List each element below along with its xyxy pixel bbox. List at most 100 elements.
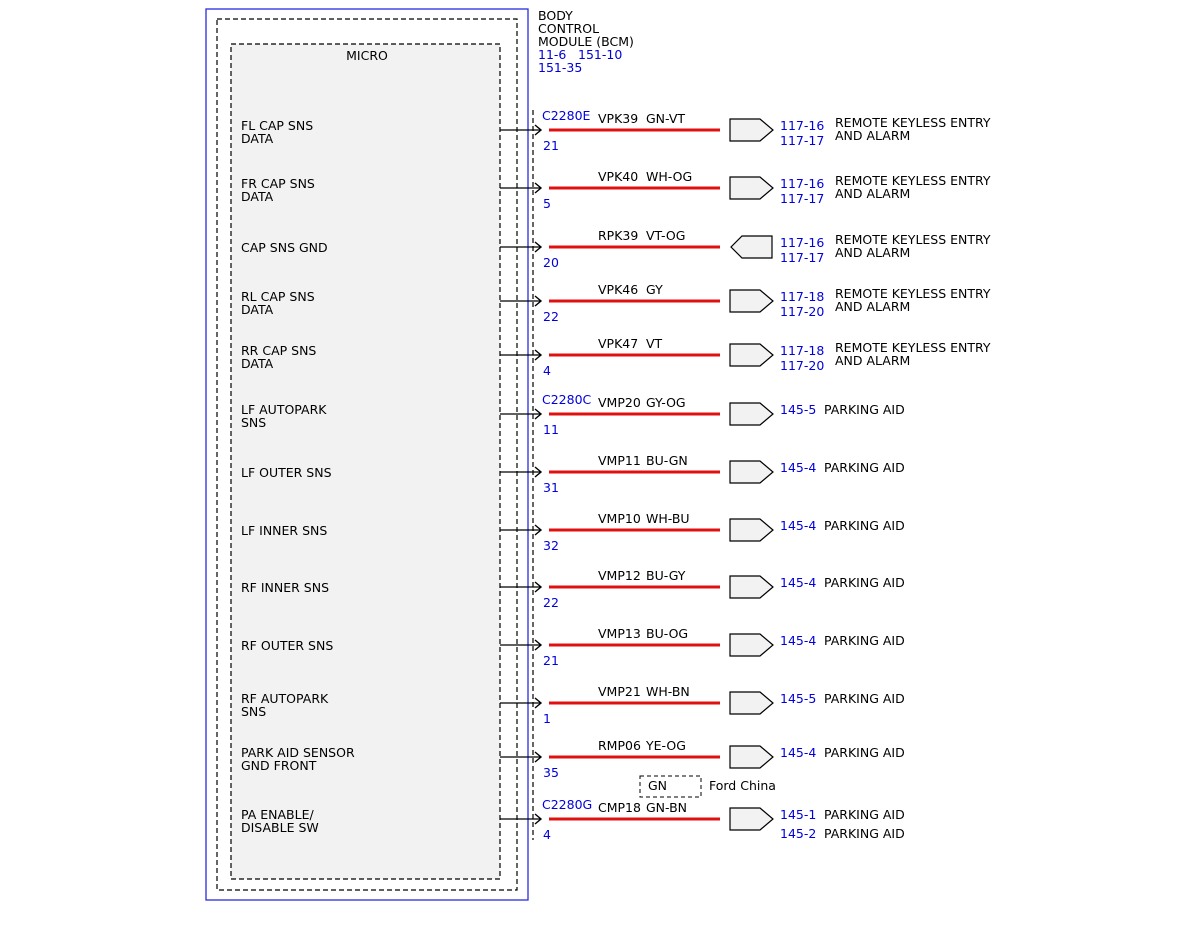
module-name-line-1: BODY bbox=[538, 8, 573, 23]
circuit-id: VMP10 bbox=[598, 511, 641, 526]
page-ref: 145-1 bbox=[780, 807, 816, 822]
connector-arrow-icon bbox=[534, 124, 543, 136]
destination-connector-icon bbox=[729, 460, 774, 484]
destination-label: AND ALARM bbox=[835, 186, 910, 201]
circuit-id: VPK47 bbox=[598, 336, 638, 351]
variant-box-text: GN bbox=[648, 778, 667, 793]
connector-name: C2280E bbox=[542, 108, 591, 123]
signal-label: LF INNER SNS bbox=[241, 523, 327, 538]
destination-label: REMOTE KEYLESS ENTRY bbox=[835, 286, 991, 301]
page-ref: 145-4 bbox=[780, 633, 816, 648]
destination-label: PARKING AID bbox=[824, 745, 905, 760]
wire-color: GY-OG bbox=[646, 395, 686, 410]
page-ref: 145-5 bbox=[780, 691, 816, 706]
destination-label: PARKING AID bbox=[824, 807, 905, 822]
wire-color: BU-GN bbox=[646, 453, 688, 468]
signal-label: SNS bbox=[241, 704, 266, 719]
signal-label: DATA bbox=[241, 131, 274, 146]
page-ref: 145-4 bbox=[780, 575, 816, 590]
page-ref: 117-16 bbox=[780, 235, 824, 250]
wire-color: VT-OG bbox=[646, 228, 685, 243]
circuit-id: VPK39 bbox=[598, 111, 638, 126]
module-name-line-3: MODULE (BCM) bbox=[538, 34, 634, 49]
signal-label: FR CAP SNS bbox=[241, 176, 315, 191]
pin-number: 4 bbox=[543, 363, 551, 378]
signal-label: FL CAP SNS bbox=[241, 118, 313, 133]
wire-color: BU-GY bbox=[646, 568, 686, 583]
wire-color: GY bbox=[646, 282, 663, 297]
connector-arrow-icon bbox=[534, 466, 543, 478]
pin-number: 1 bbox=[543, 711, 551, 726]
page-ref: 117-20 bbox=[780, 304, 824, 319]
variant-label: Ford China bbox=[709, 778, 776, 793]
wire-color: WH-BN bbox=[646, 684, 690, 699]
connector-arrow-icon bbox=[534, 639, 543, 651]
connector-arrow-icon bbox=[534, 581, 543, 593]
destination-connector-icon bbox=[729, 691, 774, 715]
page-ref: 145-2 bbox=[780, 826, 816, 841]
page-ref: 117-16 bbox=[780, 118, 824, 133]
connector-arrow-icon bbox=[534, 813, 543, 825]
connector-name: C2280C bbox=[542, 392, 592, 407]
wire-color: BU-OG bbox=[646, 626, 688, 641]
circuit-id: VPK46 bbox=[598, 282, 638, 297]
module-name-line-2: CONTROL bbox=[538, 21, 599, 36]
destination-connector-icon bbox=[729, 289, 774, 313]
signal-label: DISABLE SW bbox=[241, 820, 319, 835]
wire-color: WH-BU bbox=[646, 511, 690, 526]
module-dashed-border bbox=[216, 18, 518, 891]
destination-label: AND ALARM bbox=[835, 128, 910, 143]
circuit-id: VMP13 bbox=[598, 626, 641, 641]
micro-box bbox=[230, 43, 501, 880]
module-ref-2: 151-10 bbox=[578, 47, 622, 62]
wire-color: YE-OG bbox=[645, 738, 686, 753]
destination-label: REMOTE KEYLESS ENTRY bbox=[835, 232, 991, 247]
destination-label: AND ALARM bbox=[835, 353, 910, 368]
connector-name: C2280G bbox=[542, 797, 592, 812]
signal-label: RR CAP SNS bbox=[241, 343, 316, 358]
destination-connector-icon bbox=[729, 118, 774, 142]
destination-label: AND ALARM bbox=[835, 245, 910, 260]
pin-number: 22 bbox=[543, 595, 559, 610]
destination-connector-icon bbox=[729, 745, 774, 769]
signal-label: GND FRONT bbox=[241, 758, 317, 773]
connector-arrow-icon bbox=[534, 751, 543, 763]
signal-label: DATA bbox=[241, 302, 274, 317]
connector-arrow-icon bbox=[534, 241, 543, 253]
pin-number: 4 bbox=[543, 827, 551, 842]
wire-color: GN-VT bbox=[646, 111, 685, 126]
destination-connector-icon bbox=[729, 575, 774, 599]
destination-label: PARKING AID bbox=[824, 633, 905, 648]
pin-number: 5 bbox=[543, 196, 551, 211]
module-outer-border bbox=[205, 8, 529, 901]
signal-label: RF OUTER SNS bbox=[241, 638, 333, 653]
circuit-id: RPK39 bbox=[598, 228, 638, 243]
pin-number: 22 bbox=[543, 309, 559, 324]
variant-dashed-box bbox=[639, 775, 702, 798]
page-ref: 117-18 bbox=[780, 343, 824, 358]
pin-number: 32 bbox=[543, 538, 559, 553]
pin-number: 35 bbox=[543, 765, 559, 780]
destination-label: PARKING AID bbox=[824, 460, 905, 475]
circuit-id: VPK40 bbox=[598, 169, 638, 184]
signal-label: CAP SNS GND bbox=[241, 240, 328, 255]
pin-number: 31 bbox=[543, 480, 559, 495]
signal-label: LF AUTOPARK bbox=[241, 402, 327, 417]
destination-label: REMOTE KEYLESS ENTRY bbox=[835, 173, 991, 188]
page-ref: 145-5 bbox=[780, 402, 816, 417]
wire-color: GN-BN bbox=[646, 800, 687, 815]
destination-connector-icon bbox=[729, 343, 774, 367]
signal-label: SNS bbox=[241, 415, 266, 430]
circuit-id: CMP18 bbox=[598, 800, 641, 815]
destination-label: REMOTE KEYLESS ENTRY bbox=[835, 340, 991, 355]
page-ref: 117-17 bbox=[780, 191, 824, 206]
pin-number: 20 bbox=[543, 255, 559, 270]
destination-label: PARKING AID bbox=[824, 402, 905, 417]
destination-label: AND ALARM bbox=[835, 299, 910, 314]
destination-connector-icon bbox=[729, 633, 774, 657]
page-ref: 117-20 bbox=[780, 358, 824, 373]
page-ref: 145-4 bbox=[780, 745, 816, 760]
module-ref-1: 11-6 bbox=[538, 47, 566, 62]
